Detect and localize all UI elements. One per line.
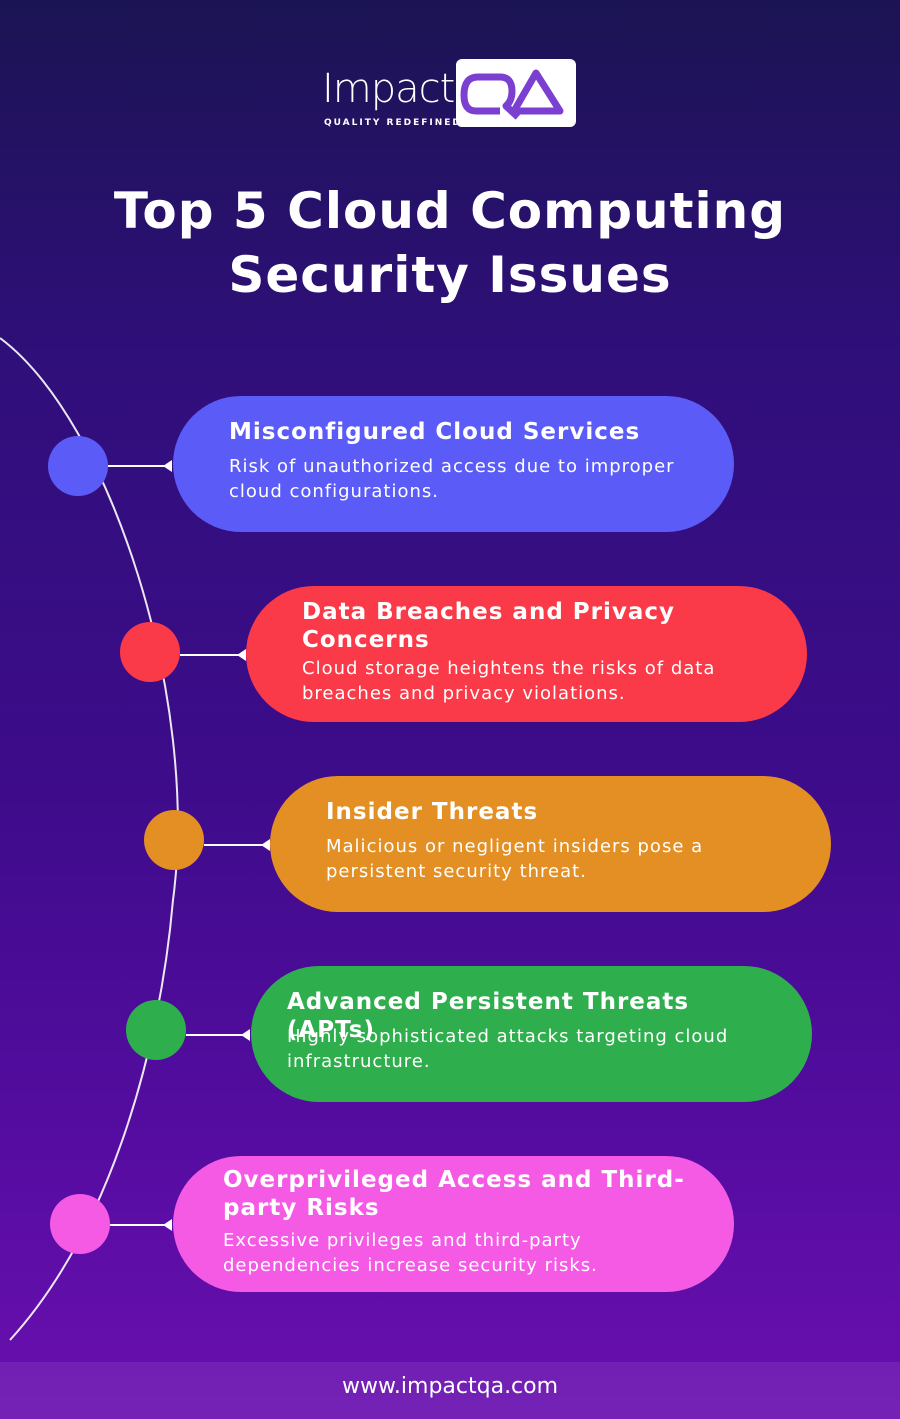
issue-title: Overprivileged Access and Third-party Ri…	[223, 1167, 685, 1221]
issue-description: Malicious or negligent insiders pose a p…	[326, 836, 704, 882]
logo-wordmark: Impact	[322, 66, 455, 112]
logo-qa-mark: QA	[456, 59, 576, 127]
issue-description: Risk of unauthorized access due to impro…	[229, 456, 675, 502]
issue-description: Excessive privileges and third-party dep…	[223, 1230, 598, 1276]
issue-description: Highly sophisticated attacks targeting c…	[287, 1026, 729, 1072]
timeline-dot-4	[126, 1000, 186, 1060]
issue-card-3: Insider Threats Malicious or negligent i…	[270, 776, 831, 912]
connector-arrow-5	[163, 1219, 172, 1231]
footer-bar: www.impactqa.com	[0, 1362, 900, 1419]
issue-title: Advanced Persistent Threats (APTs)	[287, 989, 690, 1043]
issue-card-5: Overprivileged Access and Third-party Ri…	[173, 1156, 734, 1292]
connector-4	[186, 1034, 248, 1036]
connector-2	[180, 654, 244, 656]
connector-arrow-3	[261, 839, 270, 851]
connector-5	[110, 1224, 170, 1226]
timeline-dot-2	[120, 622, 180, 682]
page-title-line-1: Top 5 Cloud Computing	[113, 182, 787, 240]
qa-mark-icon: QA	[460, 69, 564, 120]
timeline-dot-3	[144, 810, 204, 870]
issue-card-1: Misconfigured Cloud Services Risk of una…	[173, 396, 734, 532]
issue-title: Insider Threats	[326, 799, 539, 825]
footer-url-link[interactable]: www.impactqa.com	[341, 1374, 559, 1399]
issue-title: Data Breaches and Privacy Concerns	[302, 599, 676, 653]
impactqa-logo: Impact QUALITY REDEFINED QA	[320, 58, 580, 130]
issue-description: Cloud storage heightens the risks of dat…	[302, 658, 716, 704]
connector-arrow-2	[237, 649, 246, 661]
connector-arrow-1	[163, 460, 172, 472]
timeline-dot-5	[50, 1194, 110, 1254]
page-title-line-2: Security Issues	[228, 246, 672, 304]
issue-title: Misconfigured Cloud Services	[229, 419, 641, 445]
connector-arrow-4	[241, 1029, 250, 1041]
connector-3	[204, 844, 268, 846]
issue-card-4: Advanced Persistent Threats (APTs) Highl…	[251, 966, 812, 1102]
connector-1	[108, 465, 170, 467]
issue-card-2: Data Breaches and Privacy Concerns Cloud…	[246, 586, 807, 722]
logo-tagline: QUALITY REDEFINED	[324, 118, 462, 128]
timeline-dot-1	[48, 436, 108, 496]
